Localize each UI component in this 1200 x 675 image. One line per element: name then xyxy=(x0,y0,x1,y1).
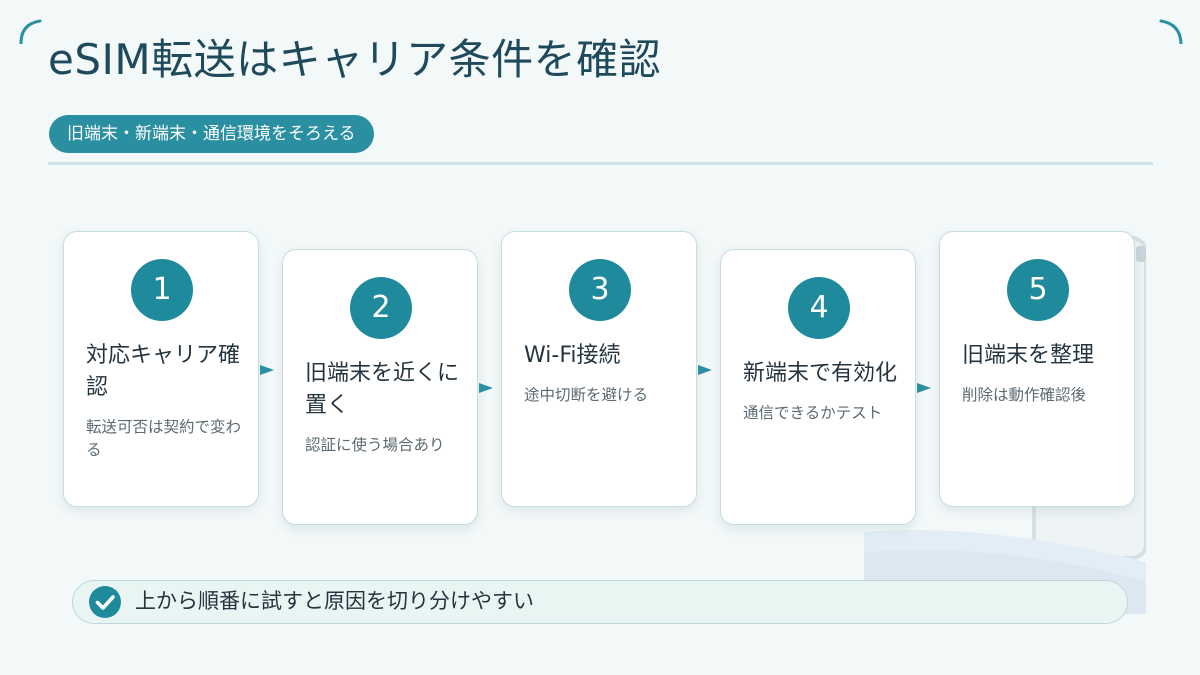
step-title: 新端末で有効化 xyxy=(743,361,898,386)
arrow-connector-icon xyxy=(917,383,931,393)
step-card-2: 2 旧端末を近くに置く 認証に使う場合あり xyxy=(282,249,478,525)
step-card-3: 3 Wi-Fi接続 途中切断を避ける xyxy=(501,231,697,507)
step-description: 途中切断を避ける xyxy=(524,386,649,404)
step-title: Wi-Fi接続 xyxy=(524,343,621,368)
arrow-connector-icon xyxy=(260,365,274,375)
arrow-connector-icon xyxy=(698,365,712,375)
step-description: 転送可否は契約で変わる xyxy=(86,418,242,459)
divider xyxy=(48,162,1153,165)
step-card-5: 5 旧端末を整理 削除は動作確認後 xyxy=(939,231,1135,507)
corner-ornament-icon xyxy=(19,19,42,44)
tip-bar: 上から順番に試すと原因を切り分けやすい xyxy=(72,580,1128,624)
check-icon xyxy=(89,586,121,618)
step-number-badge: 4 xyxy=(788,277,850,339)
corner-ornament-icon xyxy=(1159,19,1183,44)
step-title: 旧端末を近くに置く xyxy=(305,361,460,418)
tip-text: 上から順番に試すと原因を切り分けやすい xyxy=(135,589,534,613)
step-number-badge: 3 xyxy=(569,259,631,321)
step-card-4: 4 新端末で有効化 通信できるかテスト xyxy=(720,249,916,525)
step-description: 認証に使う場合あり xyxy=(305,436,445,454)
step-number-badge: 5 xyxy=(1007,259,1069,321)
step-description: 削除は動作確認後 xyxy=(962,386,1087,404)
page-title: eSIM転送はキャリア条件を確認 xyxy=(48,35,662,84)
step-title: 対応キャリア確認 xyxy=(86,343,241,400)
step-number-badge: 1 xyxy=(131,259,193,321)
step-title: 旧端末を整理 xyxy=(962,343,1095,368)
subtitle-badge: 旧端末・新端末・通信環境をそろえる xyxy=(49,115,374,153)
step-number-badge: 2 xyxy=(350,277,412,339)
step-description: 通信できるかテスト xyxy=(743,404,883,422)
arrow-connector-icon xyxy=(479,383,493,393)
step-card-1: 1 対応キャリア確認 転送可否は契約で変わる xyxy=(63,231,259,507)
